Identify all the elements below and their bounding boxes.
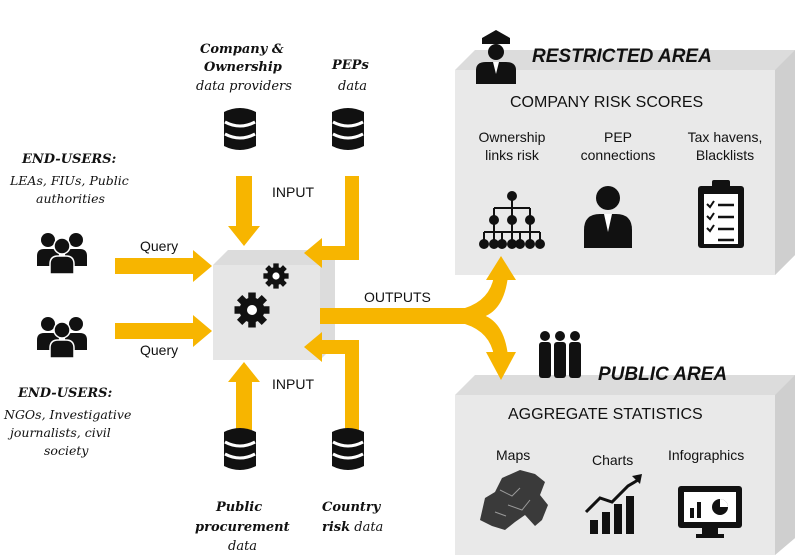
procurement-source-title-line2: procurement <box>195 520 290 535</box>
procurement-source-title-line1: Public <box>216 500 263 515</box>
input-arrow-peps <box>304 176 359 268</box>
country-data-label: data <box>354 520 384 535</box>
company-source-title-line1: Company & <box>200 42 284 57</box>
restricted-item-ownership: Ownership links risk <box>466 128 558 164</box>
restricted-item-pep: PEP connections <box>572 128 664 164</box>
query-arrow-top <box>115 250 212 282</box>
end-users-bottom-line1: NGOs, Investigative <box>4 407 132 422</box>
query-label-bottom: Query <box>140 342 179 358</box>
input-arrow-procurement <box>228 362 260 430</box>
database-icon-procurement <box>222 426 258 472</box>
input-arrow-company <box>228 176 260 246</box>
growth-chart-icon <box>584 474 642 534</box>
restricted-item-pep-line2: connections <box>580 147 656 163</box>
end-users-bottom-title: END-USERS: <box>18 386 113 401</box>
public-area-title: PUBLIC AREA <box>598 364 728 385</box>
input-label-bottom: INPUT <box>272 376 314 392</box>
peps-source-subtitle: data <box>338 79 368 94</box>
processing-engine-box <box>213 250 335 360</box>
outputs-arrow <box>320 276 508 356</box>
end-users-top-line2: authorities <box>36 191 105 206</box>
restricted-area-subtitle: COMPANY RISK SCORES <box>510 94 704 111</box>
company-source-title-line2: Ownership <box>204 60 282 75</box>
restricted-item-ownership-line2: links risk <box>485 147 539 163</box>
restricted-area-title: RESTRICTED AREA <box>532 46 712 67</box>
public-item-maps: Maps <box>496 447 531 463</box>
input-label-top: INPUT <box>272 184 314 200</box>
end-users-bottom-line3: society <box>44 443 89 458</box>
person-icon <box>584 186 632 248</box>
input-arrow-country <box>304 332 359 430</box>
restricted-item-taxhavens: Tax havens, Blacklists <box>675 128 775 164</box>
database-icon-country <box>330 426 366 472</box>
public-item-charts: Charts <box>592 452 634 468</box>
group-icon-bottom <box>37 317 87 358</box>
restricted-item-pep-line1: PEP <box>603 129 632 145</box>
query-label-top: Query <box>140 238 179 254</box>
peps-source-title: PEPs <box>332 58 369 73</box>
company-source-subtitle: data providers <box>196 79 292 94</box>
country-risk-label: risk <box>322 520 351 535</box>
end-users-top-line1: LEAs, FIUs, Public <box>10 173 129 188</box>
clipboard-checklist-icon <box>698 180 744 248</box>
restricted-item-ownership-line1: Ownership <box>478 129 546 145</box>
database-icon-company <box>222 106 258 152</box>
outputs-arrowhead-down <box>486 352 516 380</box>
query-arrow-bottom <box>115 315 212 347</box>
procurement-source-subtitle: data <box>228 539 258 554</box>
restricted-item-taxhavens-line1: Tax havens, <box>687 129 763 145</box>
public-area-subtitle: AGGREGATE STATISTICS <box>508 406 703 423</box>
restricted-item-taxhavens-line2: Blacklists <box>695 147 755 163</box>
country-source-title: Country <box>322 500 381 515</box>
outputs-label: OUTPUTS <box>364 289 431 305</box>
crowd-icon <box>539 331 581 378</box>
country-source-subtitle: risk data <box>322 520 383 535</box>
outputs-arrowhead-up <box>486 256 516 280</box>
public-item-infographics: Infographics <box>668 447 745 463</box>
database-icon-peps <box>330 106 366 152</box>
group-icon-top <box>37 233 87 274</box>
hierarchy-icon <box>479 191 545 249</box>
monitor-chart-icon <box>678 486 742 538</box>
end-users-bottom-line2: journalists, civil <box>10 425 111 440</box>
security-officer-icon <box>476 30 516 84</box>
europe-map-icon <box>480 470 548 530</box>
end-users-top-title: END-USERS: <box>22 152 117 167</box>
